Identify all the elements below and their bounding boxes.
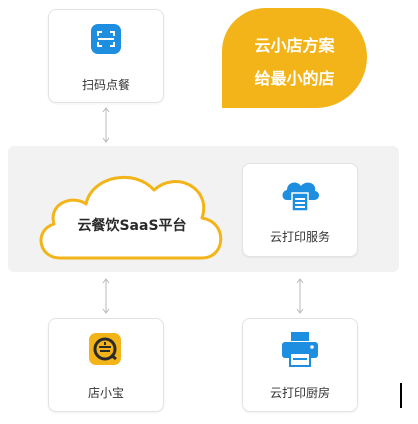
print-service-label: 云打印服务 [269,230,330,244]
promo-line-2: 给最小的店 [254,69,335,88]
connector-arrow [102,107,110,143]
promo-line-1: 云小店方案 [254,36,335,55]
connector-arrow [102,278,110,314]
print-service-card[interactable]: 云打印服务 [242,163,358,257]
saas-platform-cloud[interactable]: 云餐饮SaaS平台 [32,160,232,264]
shop-treasure-card[interactable]: 店小宝 [48,318,164,412]
scan-order-card[interactable]: 扫码点餐 [48,9,164,103]
cloud-printer-icon [279,178,321,214]
shop-treasure-label: 店小宝 [87,386,124,400]
platform-label: 云餐饮SaaS平台 [77,218,187,234]
promo-badge: 云小店方案 给最小的店 [222,8,367,108]
print-kitchen-label: 云打印厨房 [269,386,330,400]
shop-treasure-logo [89,333,121,365]
text-cursor [400,383,402,408]
printer-icon [281,331,319,367]
connector-arrow [296,278,304,314]
scan-icon [91,24,121,54]
scan-order-label: 扫码点餐 [81,78,130,92]
cloud-icon [39,175,223,260]
print-kitchen-card[interactable]: 云打印厨房 [242,318,358,412]
